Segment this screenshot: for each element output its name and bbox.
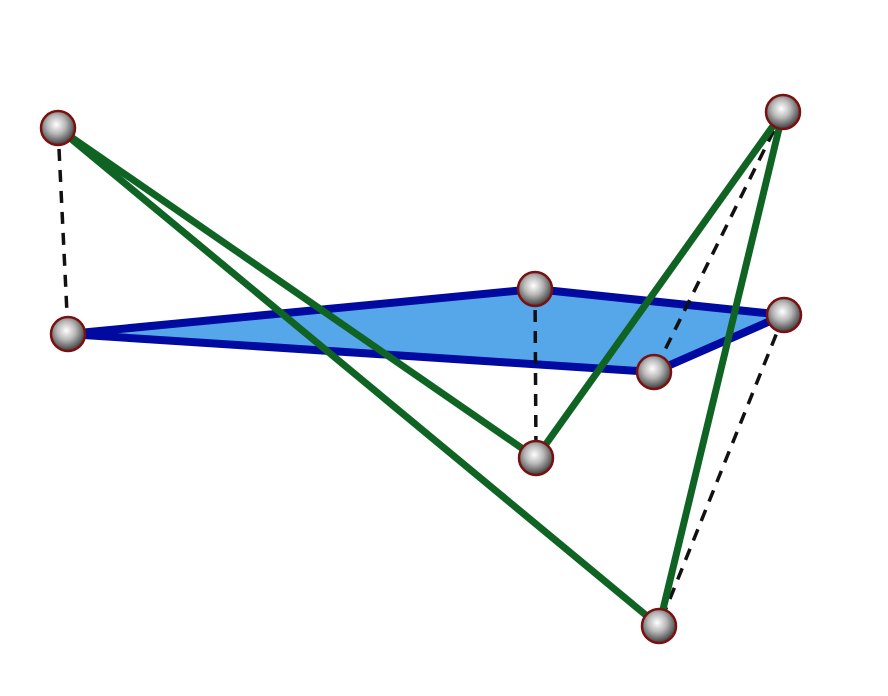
edge-a-d — [54, 124, 663, 630]
plane-polygon — [64, 285, 788, 376]
vertex-c[interactable] — [517, 439, 555, 477]
edge-a-c — [54, 124, 540, 462]
projection-lines-layer — [56, 111, 786, 627]
vertex-a[interactable] — [39, 109, 77, 147]
edge-b-c — [532, 108, 787, 462]
vertex-p2[interactable] — [516, 270, 554, 308]
vertex-p1[interactable] — [49, 315, 87, 353]
projection-line-p2-c — [533, 288, 538, 459]
edge-b-d — [655, 108, 787, 630]
points-layer — [39, 93, 803, 645]
vertex-b[interactable] — [764, 93, 802, 131]
plane-layer — [64, 285, 788, 376]
vertex-p4[interactable] — [635, 353, 673, 391]
vertex-d[interactable] — [640, 607, 678, 645]
edges-layer — [54, 108, 787, 630]
projection-line-p3-d — [657, 314, 786, 627]
vertex-p3[interactable] — [765, 296, 803, 334]
projection-line-a-p1 — [56, 127, 70, 335]
projection-line-b-p4 — [652, 111, 785, 373]
